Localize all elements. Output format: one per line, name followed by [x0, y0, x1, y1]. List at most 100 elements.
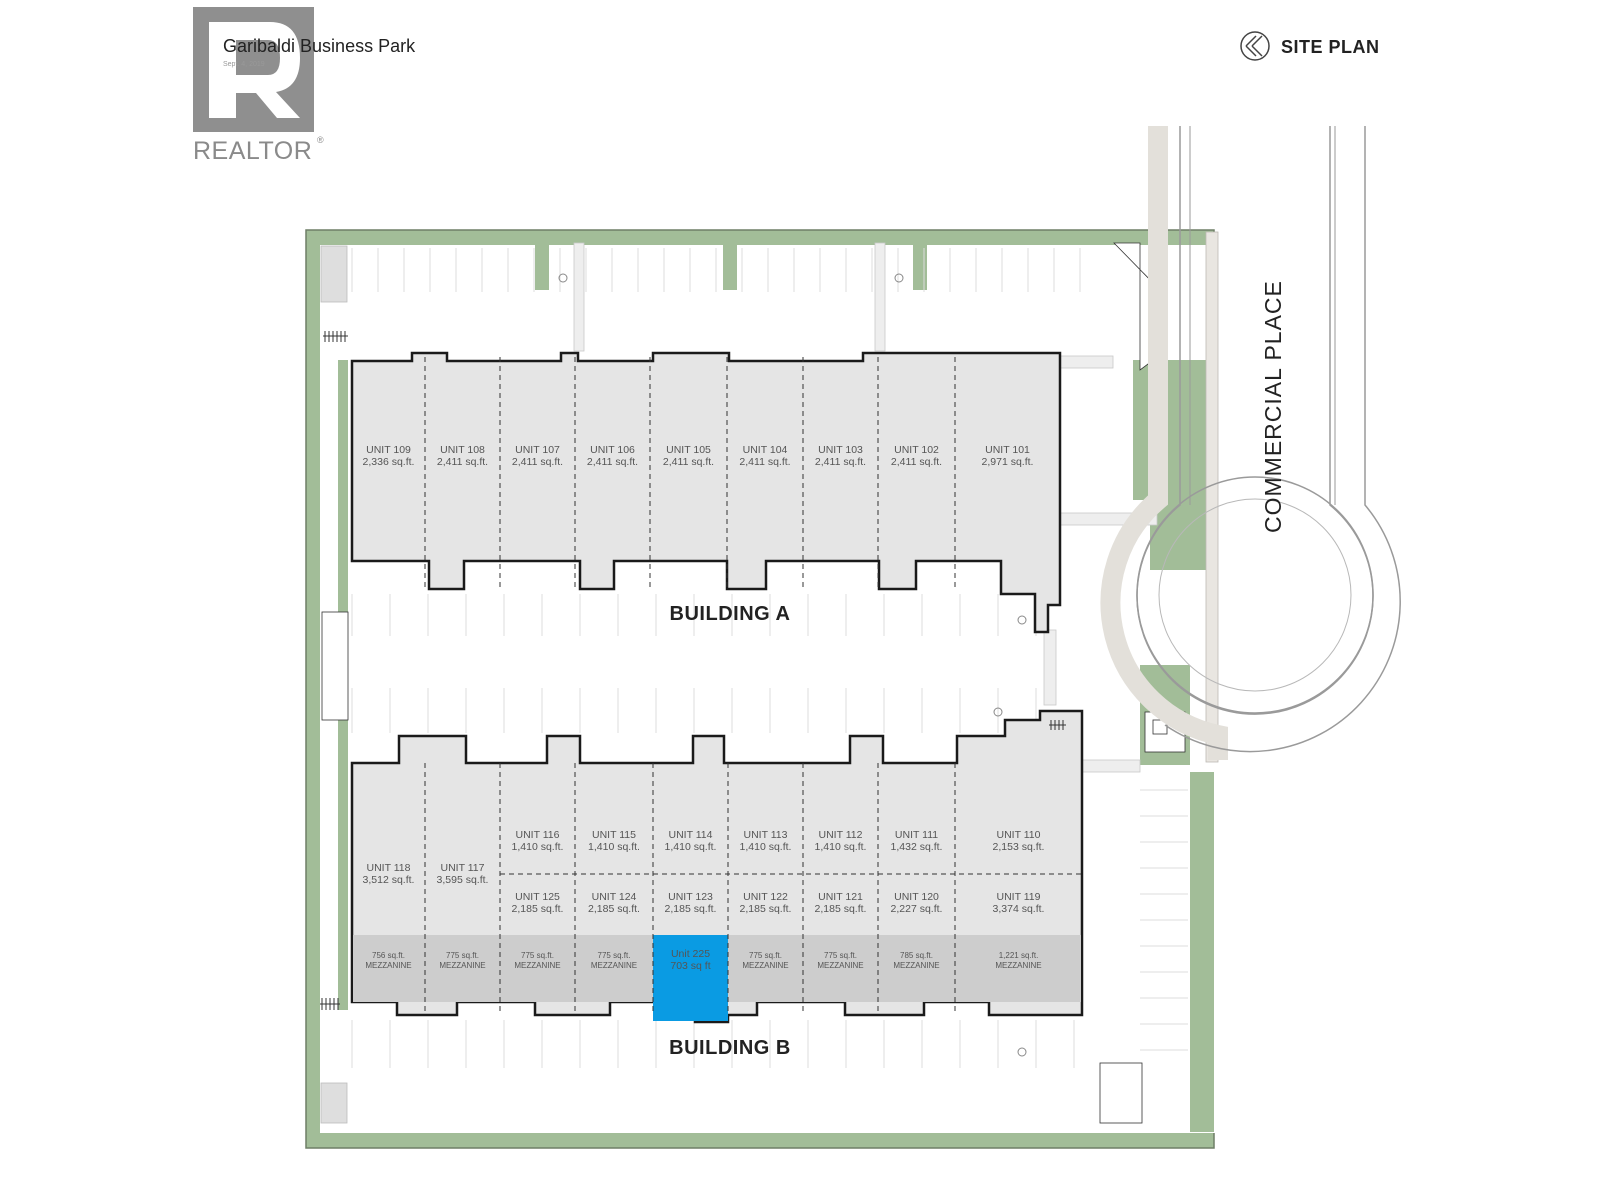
- mezzanine-label: MEZZANINE: [893, 961, 939, 970]
- unit-name: UNIT 115: [592, 829, 636, 841]
- mezzanine: 775 sq.ft.MEZZANINE: [514, 951, 560, 970]
- mezzanine: 785 sq.ft.MEZZANINE: [893, 951, 939, 970]
- unit-area: 2,411 sq.ft.: [663, 456, 714, 468]
- mezzanine-area: 775 sq.ft.: [824, 951, 857, 960]
- unit-area: 1,410 sq.ft.: [815, 841, 867, 853]
- mezzanine-label: MEZZANINE: [591, 961, 637, 970]
- mezzanine-label: MEZZANINE: [439, 961, 485, 970]
- unit-area: 2,336 sq.ft.: [363, 456, 415, 468]
- bike-rack-icon: [320, 331, 1066, 1010]
- unit-area: 1,410 sq.ft.: [588, 841, 640, 853]
- unit-name: UNIT 102: [894, 444, 939, 456]
- mezzanine: 775 sq.ft.MEZZANINE: [817, 951, 863, 970]
- realtor-logo: REALTOR ®: [193, 7, 324, 165]
- mezzanine-label: MEZZANINE: [995, 961, 1041, 970]
- mezzanine: 1,221 sq.ft.MEZZANINE: [995, 951, 1041, 970]
- unit-area: 2,411 sq.ft.: [437, 456, 488, 468]
- building-a-label: BUILDING A: [670, 603, 791, 625]
- unit-area: 2,153 sq.ft.: [993, 841, 1045, 853]
- unit-area: 1,432 sq.ft.: [891, 841, 943, 853]
- unit-area: 3,512 sq.ft.: [363, 874, 415, 886]
- unit-name: UNIT 104: [743, 444, 788, 456]
- unit-name: UNIT 123: [668, 891, 713, 903]
- unit-area: 1,410 sq.ft.: [740, 841, 792, 853]
- unit-area: 3,595 sq.ft.: [437, 874, 489, 886]
- unit-area: 2,185 sq.ft.: [740, 903, 792, 915]
- unit-name: UNIT 121: [818, 891, 863, 903]
- unit-area: 2,411 sq.ft.: [815, 456, 866, 468]
- unit-name: UNIT 118: [367, 862, 411, 874]
- highlighted-unit-area: 703 sq ft: [670, 960, 710, 972]
- unit-name: UNIT 124: [592, 891, 637, 903]
- project-name: Garibaldi Business Park: [223, 36, 416, 56]
- unit-name: UNIT 122: [743, 891, 788, 903]
- mezzanine-label: MEZZANINE: [742, 961, 788, 970]
- unit-area: 2,227 sq.ft.: [891, 903, 943, 915]
- mezzanine: 756 sq.ft.MEZZANINE: [365, 951, 411, 970]
- unit-area: 1,410 sq.ft.: [665, 841, 717, 853]
- mezzanine-label: MEZZANINE: [365, 961, 411, 970]
- unit-name: UNIT 109: [366, 444, 411, 456]
- mezzanine-label: MEZZANINE: [514, 961, 560, 970]
- mezzanine-area: 756 sq.ft.: [372, 951, 405, 960]
- unit-name: UNIT 106: [590, 444, 635, 456]
- unit-area: 2,411 sq.ft.: [587, 456, 638, 468]
- parking-stalls: [351, 248, 1188, 1068]
- unit-name: UNIT 107: [515, 444, 560, 456]
- realtor-logo-text: REALTOR: [193, 137, 312, 165]
- unit-name: UNIT 101: [985, 444, 1030, 456]
- mezzanine-area: 785 sq.ft.: [900, 951, 933, 960]
- unit-name: UNIT 120: [894, 891, 939, 903]
- accessible-parking-icon: [558, 273, 1027, 1057]
- plan-date: Sept. 4, 2019: [223, 61, 265, 68]
- unit-name: UNIT 125: [515, 891, 560, 903]
- unit-name: UNIT 108: [440, 444, 485, 456]
- registered-mark: ®: [317, 135, 324, 145]
- unit-name: UNIT 111: [895, 829, 938, 841]
- mezzanine: 775 sq.ft.MEZZANINE: [591, 951, 637, 970]
- compass-icon: [1240, 31, 1270, 61]
- unit-name: UNIT 112: [819, 829, 863, 841]
- unit-area: 2,185 sq.ft.: [665, 903, 717, 915]
- mezzanine: 775 sq.ft.MEZZANINE: [742, 951, 788, 970]
- unit-name: UNIT 103: [818, 444, 863, 456]
- unit-name: UNIT 119: [997, 891, 1041, 903]
- building-b-label: BUILDING B: [669, 1037, 791, 1059]
- unit-name: UNIT 113: [744, 829, 788, 841]
- mezzanine-label: MEZZANINE: [817, 961, 863, 970]
- mezzanine: 775 sq.ft.MEZZANINE: [439, 951, 485, 970]
- mezzanine-area: 1,221 sq.ft.: [999, 951, 1039, 960]
- mezzanine-area: 775 sq.ft.: [749, 951, 782, 960]
- mezzanine-area: 775 sq.ft.: [521, 951, 554, 960]
- unit-area: 2,411 sq.ft.: [739, 456, 790, 468]
- unit-name: UNIT 105: [666, 444, 711, 456]
- unit-name: UNIT 110: [997, 829, 1041, 841]
- highlighted-unit-name: Unit 225: [671, 948, 710, 960]
- mezzanine-area: 775 sq.ft.: [446, 951, 479, 960]
- unit-name: UNIT 114: [669, 829, 713, 841]
- unit-area: 3,374 sq.ft.: [993, 903, 1045, 915]
